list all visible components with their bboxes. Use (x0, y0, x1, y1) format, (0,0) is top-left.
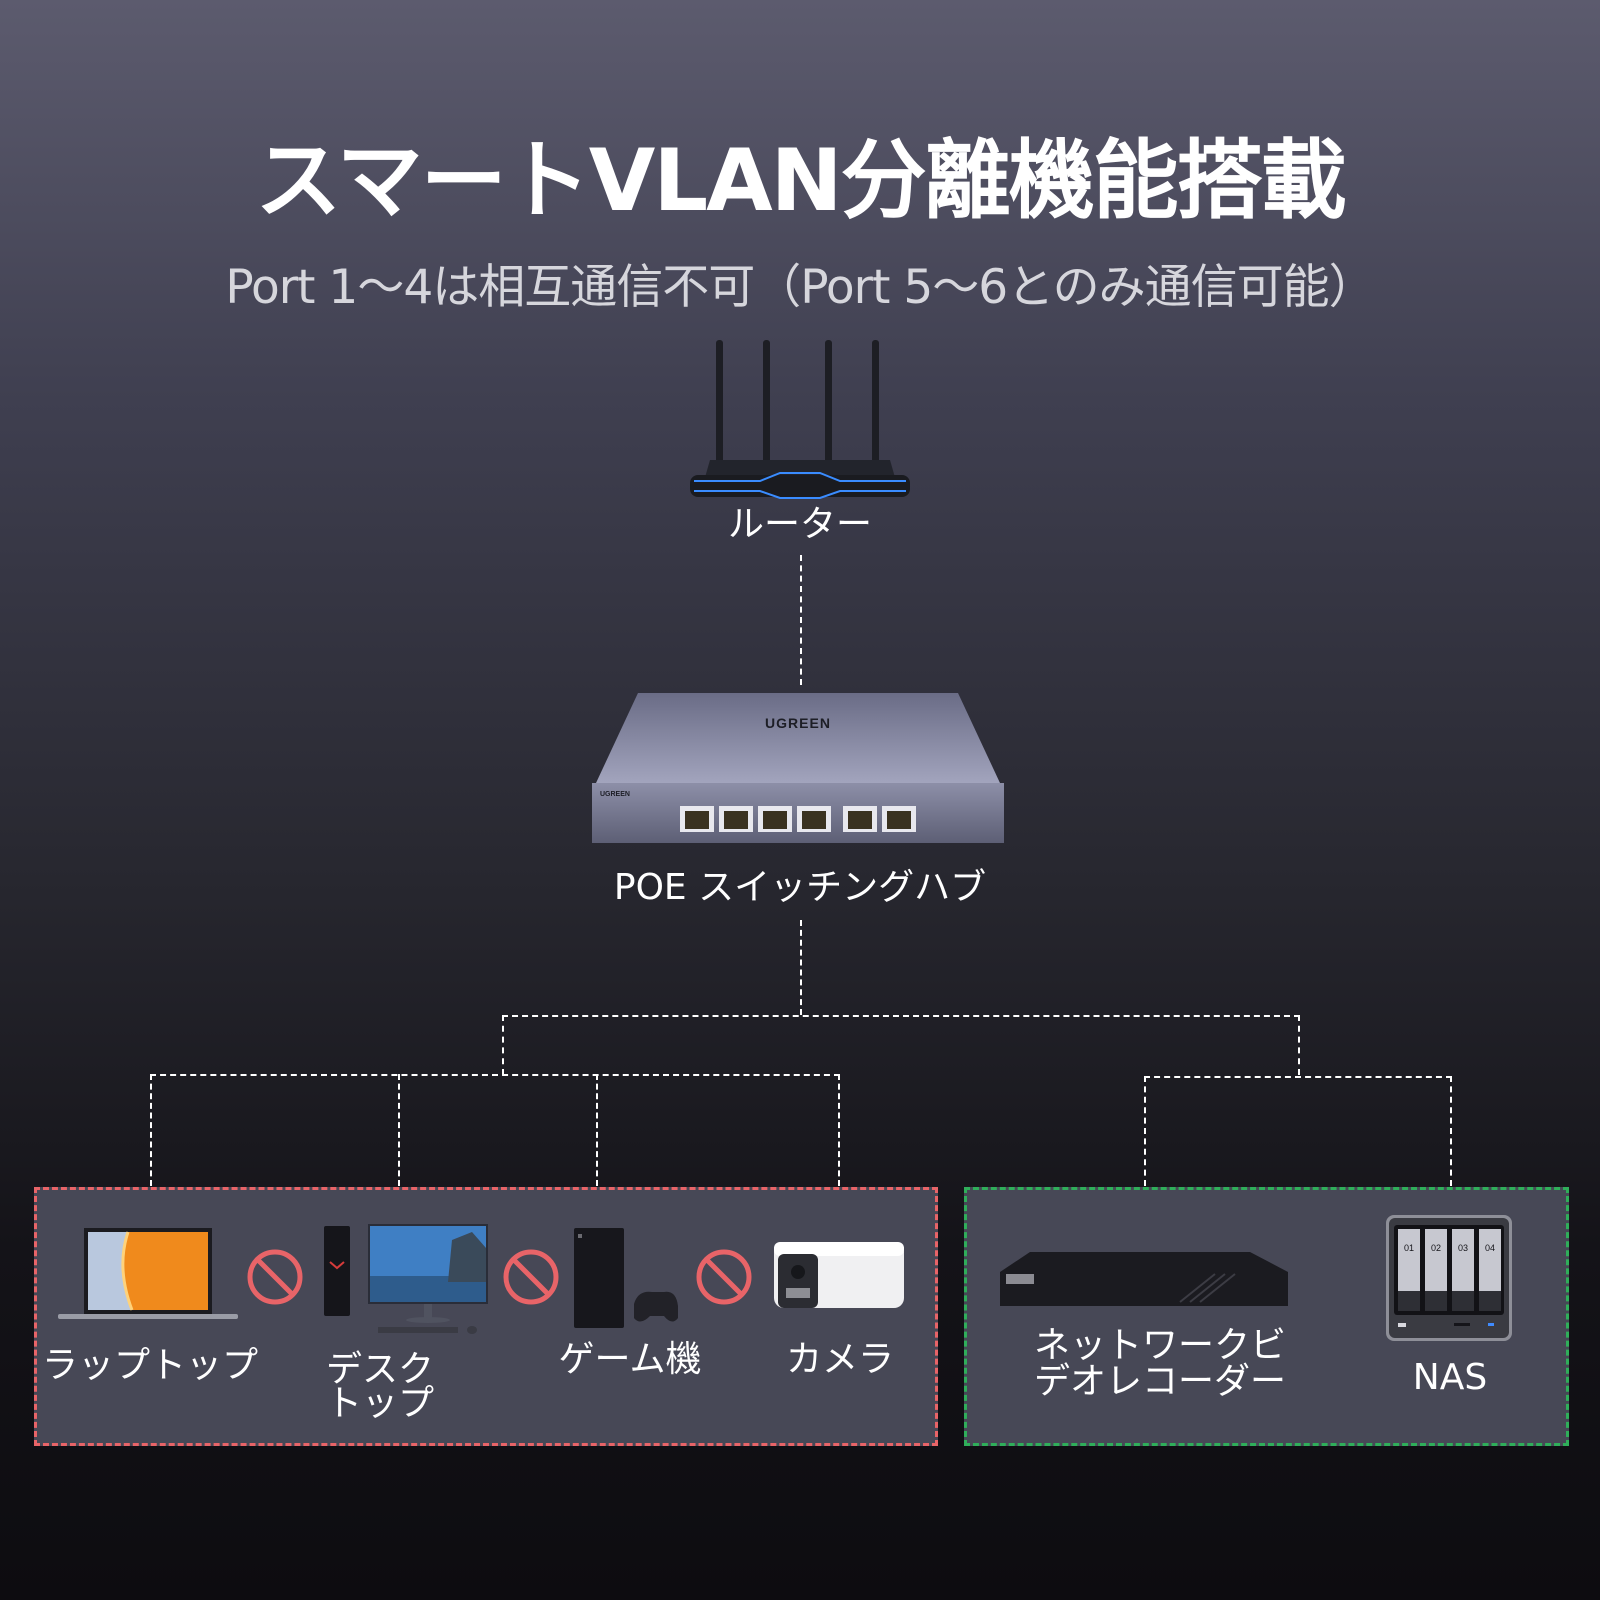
switch-node: UGREEN UGREEN (588, 688, 1008, 848)
link-console (596, 1074, 598, 1186)
svg-text:UGREEN: UGREEN (765, 715, 831, 731)
svg-text:01: 01 (1404, 1243, 1414, 1253)
nas-icon: 01 02 03 04 (1386, 1215, 1512, 1341)
device-game-console (572, 1226, 682, 1331)
link-router-switch (800, 555, 802, 685)
desktop-pc-icon (324, 1224, 488, 1334)
switch-label: POE スイッチングハブ (613, 867, 987, 908)
nvr-label-line1: ネットワークビ (1033, 1325, 1286, 1366)
link-nvr (1144, 1076, 1146, 1186)
laptop-icon (58, 1228, 238, 1319)
link-desktop (398, 1074, 400, 1186)
link-branch-top (502, 1015, 1300, 1017)
svg-text:03: 03 (1458, 1243, 1468, 1253)
nvr-icon (1000, 1252, 1288, 1306)
router-label: ルーター (727, 504, 872, 545)
nas-label: NAS (1412, 1357, 1488, 1398)
game-console-label: ゲーム機 (558, 1339, 702, 1380)
poe-switch-icon: UGREEN UGREEN (592, 693, 1004, 843)
page-title: スマートVLAN分離機能搭載 (255, 131, 1346, 231)
prohibited-icon (246, 1248, 304, 1306)
link-nas (1450, 1076, 1452, 1186)
svg-text:UGREEN: UGREEN (600, 791, 630, 798)
router-icon (690, 340, 910, 499)
device-nvr (1000, 1252, 1288, 1306)
desktop-label-line2: トップ (325, 1383, 434, 1424)
device-laptop (58, 1228, 238, 1323)
link-switch-trunk (800, 920, 802, 1015)
prohibited-icon (502, 1248, 560, 1306)
device-camera (772, 1238, 907, 1313)
device-desktop (322, 1222, 492, 1337)
link-camera (838, 1074, 840, 1186)
page-subtitle: Port 1〜4は相互通信不可（Port 5〜6とのみ通信可能） (225, 260, 1375, 315)
router-node (690, 335, 910, 505)
link-shared-bus (1144, 1076, 1452, 1078)
game-console-icon (574, 1228, 678, 1328)
link-isolated-bus (150, 1074, 840, 1076)
link-branch-right-drop (1298, 1015, 1300, 1075)
link-laptop (150, 1074, 152, 1186)
camera-label: カメラ (785, 1339, 894, 1380)
link-branch-left-drop (502, 1015, 504, 1075)
nvr-label-line2: デオレコーダー (1033, 1361, 1286, 1402)
prohibited-icon (695, 1248, 753, 1306)
security-camera-icon (774, 1242, 904, 1308)
laptop-label: ラップトップ (41, 1345, 258, 1386)
svg-text:04: 04 (1485, 1243, 1495, 1253)
desktop-label-line1: デスク (325, 1349, 434, 1390)
device-nas: 01 02 03 04 (1386, 1215, 1512, 1341)
svg-text:02: 02 (1431, 1243, 1441, 1253)
